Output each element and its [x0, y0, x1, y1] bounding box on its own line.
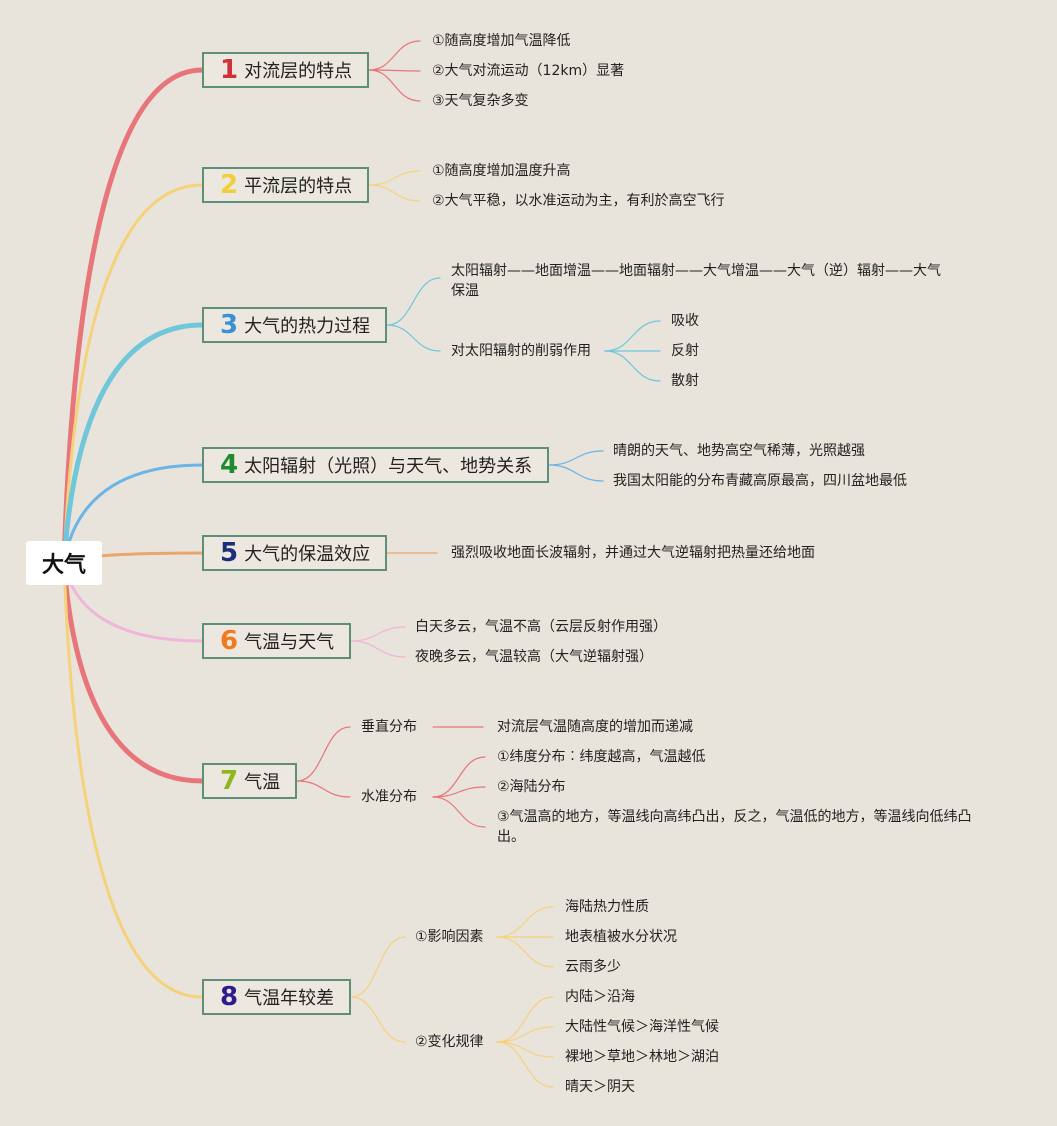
topic-2-child[interactable]: ②大气平稳，以水准运动为主，有利於高空飞行: [432, 193, 725, 209]
topic-4-child[interactable]: 我国太阳能的分布青藏高原最高，四川盆地最低: [613, 473, 907, 489]
child-line: [548, 464, 604, 482]
topic-label: 对流层的特点: [244, 61, 353, 82]
topic-number: 6: [220, 626, 239, 656]
topic-2-child[interactable]: ①随高度增加温度升高: [432, 163, 571, 179]
topic-1-child[interactable]: ③天气复杂多变: [432, 93, 529, 109]
child-line: [296, 780, 351, 798]
topic-label: 平流层的特点: [244, 176, 353, 197]
child-line: [496, 996, 554, 1043]
topic-3-sub[interactable]: 吸收: [671, 313, 699, 329]
child-line: [368, 184, 421, 202]
topic-8-item[interactable]: 内陆＞沿海: [565, 989, 635, 1005]
child-line: [386, 324, 441, 352]
topic-8-item[interactable]: 大陆性气候＞海洋性气候: [565, 1019, 719, 1035]
child-line: [368, 170, 421, 186]
topic-4-child[interactable]: 晴朗的天气、地势高空气稀薄，光照越强: [613, 443, 865, 459]
topic-number: 8: [220, 982, 239, 1012]
root-branch-line: [62, 183, 204, 565]
topic-8-item[interactable]: 地表植被水分状况: [565, 929, 677, 945]
topic-3-sub[interactable]: 散射: [671, 373, 699, 389]
topic-label: 气温: [244, 772, 281, 793]
topic-5-child[interactable]: 强烈吸收地面长波辐射，并通过大气逆辐射把热量还给地面: [451, 545, 815, 561]
topic-number: 2: [220, 170, 239, 200]
topic-7-group[interactable]: 垂直分布: [361, 719, 417, 735]
child-line: [432, 786, 486, 798]
child-line: [496, 1041, 554, 1058]
child-line: [350, 996, 406, 1043]
topic-8-item[interactable]: 海陆热力性质: [565, 899, 649, 915]
topic-7-item[interactable]: ①纬度分布︰纬度越高，气温越低: [497, 749, 706, 765]
child-line: [368, 69, 421, 102]
root-branch-line: [61, 560, 205, 784]
root-branch-line: [61, 322, 205, 566]
topic-label: 气温与天气: [244, 632, 335, 653]
child-line: [432, 756, 486, 798]
topic-number: 7: [220, 766, 239, 796]
child-line: [496, 906, 554, 938]
topic-6-child[interactable]: 夜晚多云，气温较高（大气逆辐射强）: [415, 649, 653, 665]
topic-label: 大气的保温效应: [244, 544, 371, 565]
root-branch-line: [61, 67, 205, 566]
child-line: [350, 936, 406, 998]
topic-label: 大气的热力过程: [244, 316, 371, 337]
topic-number: 3: [220, 310, 239, 340]
root-branch-line: [62, 561, 204, 999]
topic-7-item[interactable]: ②海陆分布: [497, 779, 566, 795]
child-line: [548, 450, 604, 466]
topic-label: 太阳辐射（光照）与天气、地势关系: [244, 456, 533, 477]
child-line: [496, 936, 554, 968]
child-line: [496, 1026, 554, 1043]
topic-1-child[interactable]: ①随高度增加气温降低: [432, 33, 571, 49]
child-line: [296, 726, 351, 782]
topic-1-child[interactable]: ②大气对流运动（12km）显著: [432, 63, 625, 79]
root-node[interactable]: 大气: [26, 541, 102, 585]
child-line: [604, 350, 661, 382]
root-label: 大气: [41, 553, 86, 578]
topic-3-child[interactable]: 对太阳辐射的削弱作用: [451, 343, 591, 359]
topic-number: 4: [220, 450, 239, 480]
topic-7-item[interactable]: ③气温高的地方，等温线向高纬凸出，反之，气温低的地方，等温线向低纬凸出。: [497, 809, 972, 845]
child-line: [350, 626, 406, 642]
topic-number: 5: [220, 538, 239, 568]
topic-7-item[interactable]: 对流层气温随高度的增加而递减: [497, 719, 693, 735]
topic-3-sub[interactable]: 反射: [671, 343, 699, 359]
child-line: [350, 640, 406, 658]
topic-8-group[interactable]: ①影响因素: [415, 929, 484, 945]
child-line: [496, 1041, 554, 1088]
topic-7-group[interactable]: 水准分布: [361, 789, 417, 805]
topic-number: 1: [220, 55, 239, 85]
topic-label: 气温年较差: [244, 988, 335, 1009]
child-line: [368, 40, 421, 71]
child-line: [432, 796, 486, 828]
topic-6-child[interactable]: 白天多云，气温不高（云层反射作用强）: [415, 619, 667, 635]
topic-8-group[interactable]: ②变化规律: [415, 1034, 484, 1050]
topic-3-child[interactable]: 太阳辐射——地面增温——地面辐射——大气增温——大气（逆）辐射——大气保温: [451, 263, 941, 299]
topic-8-item[interactable]: 晴天＞阴天: [565, 1079, 635, 1095]
child-line: [386, 277, 441, 326]
child-line: [604, 320, 661, 352]
topic-8-item[interactable]: 裸地＞草地＞林地＞湖泊: [565, 1049, 719, 1065]
topic-8-item[interactable]: 云雨多少: [565, 959, 621, 975]
